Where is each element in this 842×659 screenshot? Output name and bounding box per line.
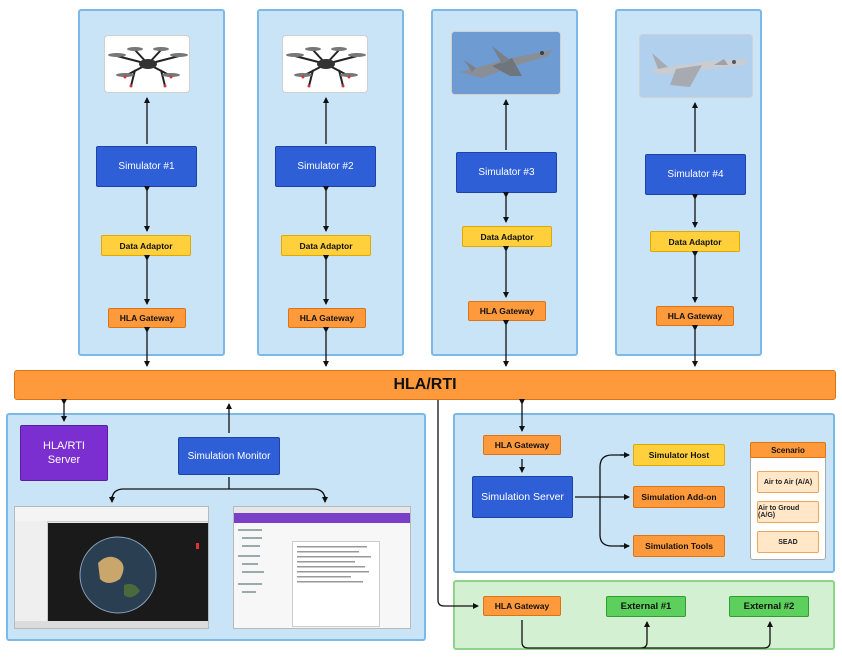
log-console-screenshot (233, 506, 411, 629)
jet-image-4 (639, 34, 753, 98)
data-adaptor-3[interactable]: Data Adaptor (462, 226, 552, 247)
simulation-server[interactable]: Simulation Server (472, 476, 573, 518)
simulation-tools[interactable]: Simulation Tools (633, 535, 725, 557)
scenario-air-to-ground[interactable]: Air to Groud (A/G) (757, 501, 819, 523)
jet-image-3 (451, 31, 561, 95)
log-lines-icon (297, 546, 371, 583)
hla-rti-server-label: HLA/RTI Server (43, 440, 85, 466)
hla-gateway-1[interactable]: HLA Gateway (108, 308, 186, 328)
drone-image-1 (104, 35, 190, 93)
console-log-area (292, 541, 380, 627)
hexacopter-icon (286, 47, 366, 88)
console-tree (236, 525, 274, 625)
scenario-sead[interactable]: SEAD (757, 531, 819, 553)
viewer-canvas (48, 523, 208, 621)
fighter-jet-gripen-icon (640, 35, 752, 97)
console-header (234, 513, 410, 523)
viewer-statusbar (15, 621, 208, 628)
drone-image-2 (282, 35, 368, 93)
hla-gateway-server[interactable]: HLA Gateway (483, 435, 561, 455)
data-adaptor-1[interactable]: Data Adaptor (101, 235, 191, 256)
globe-viewer-screenshot (14, 506, 209, 629)
viewer-sidebar (15, 521, 48, 621)
fighter-jet-icon (452, 32, 560, 94)
scenario-air-to-air[interactable]: Air to Air (A/A) (757, 471, 819, 493)
simulator-host[interactable]: Simulator Host (633, 444, 725, 466)
hla-rti-bus[interactable]: HLA/RTI (14, 370, 836, 400)
console-titlebar (234, 507, 410, 513)
data-adaptor-2[interactable]: Data Adaptor (281, 235, 371, 256)
globe-icon (79, 536, 199, 614)
scenario-panel: Scenario Air to Air (A/A) Air to Groud (… (750, 442, 826, 560)
hla-gateway-3[interactable]: HLA Gateway (468, 301, 546, 321)
simulator-2[interactable]: Simulator #2 (275, 146, 376, 187)
hexacopter-icon (108, 47, 188, 88)
data-adaptor-4[interactable]: Data Adaptor (650, 231, 740, 252)
hla-rti-bus-label: HLA/RTI (393, 376, 457, 393)
external-1[interactable]: External #1 (606, 596, 686, 617)
tree-lines-icon (238, 529, 264, 593)
scenario-title: Scenario (750, 442, 826, 458)
external-2[interactable]: External #2 (729, 596, 809, 617)
hla-rti-server[interactable]: HLA/RTI Server (20, 425, 108, 481)
hla-gateway-external[interactable]: HLA Gateway (483, 596, 561, 616)
hla-gateway-2[interactable]: HLA Gateway (288, 308, 366, 328)
simulator-4[interactable]: Simulator #4 (645, 154, 746, 195)
viewer-toolbar (15, 507, 208, 522)
hla-gateway-4[interactable]: HLA Gateway (656, 306, 734, 326)
simulation-monitor[interactable]: Simulation Monitor (178, 437, 280, 475)
simulator-3[interactable]: Simulator #3 (456, 152, 557, 193)
simulator-1[interactable]: Simulator #1 (96, 146, 197, 187)
simulation-add-on[interactable]: Simulation Add-on (633, 486, 725, 508)
